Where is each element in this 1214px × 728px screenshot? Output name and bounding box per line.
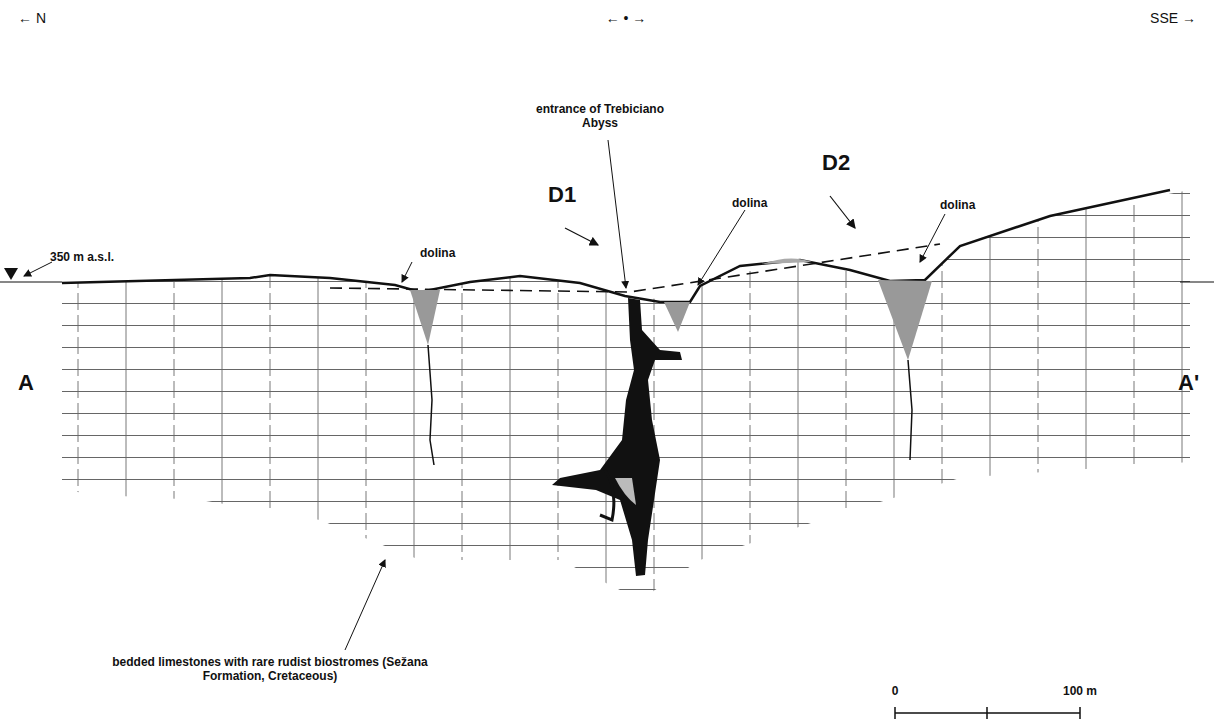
- direction-label: SSE →: [1150, 10, 1196, 27]
- dolina-fill: [410, 290, 440, 345]
- leader-line: [608, 140, 626, 288]
- scale-label: 0: [892, 684, 899, 698]
- section-end: A: [18, 370, 34, 396]
- cave-branch: [600, 470, 614, 520]
- section-end: A': [1178, 370, 1199, 396]
- trebiciano-abyss: [552, 298, 682, 576]
- dolina-fill: [664, 302, 690, 332]
- leader-line: [830, 196, 855, 228]
- depression-label: D2: [822, 150, 850, 176]
- level-line: [0, 281, 1214, 282]
- soil-lens: [762, 258, 812, 264]
- dolina-label: dolina: [732, 196, 767, 210]
- scale-label: 100 m: [1063, 684, 1097, 698]
- leader-line: [698, 210, 745, 285]
- leader-line: [920, 214, 945, 262]
- water-level-symbol: [4, 268, 18, 280]
- direction-label: ← N: [18, 10, 46, 27]
- dolina-label: dolina: [940, 198, 975, 212]
- paleo-surface: [330, 244, 940, 292]
- fracture: [908, 360, 912, 460]
- scale-bar: [895, 707, 1080, 719]
- direction-label: ← • →: [606, 10, 647, 27]
- formation-label: bedded limestones with rare rudist biost…: [100, 655, 440, 684]
- leader-line: [402, 262, 412, 282]
- cave-label: entrance of Trebiciano Abyss: [525, 102, 675, 131]
- dolina-fill: [878, 280, 932, 360]
- fracture: [428, 345, 434, 465]
- cave-sediment: [615, 478, 636, 505]
- limestone-beds: [0, 180, 1214, 640]
- leader-line: [24, 262, 52, 276]
- depression-label: D1: [548, 182, 576, 208]
- dolina-label: dolina: [420, 246, 455, 260]
- leader-line: [565, 228, 598, 245]
- leader-line: [345, 560, 385, 650]
- elevation-label: 350 m a.s.l.: [50, 250, 114, 264]
